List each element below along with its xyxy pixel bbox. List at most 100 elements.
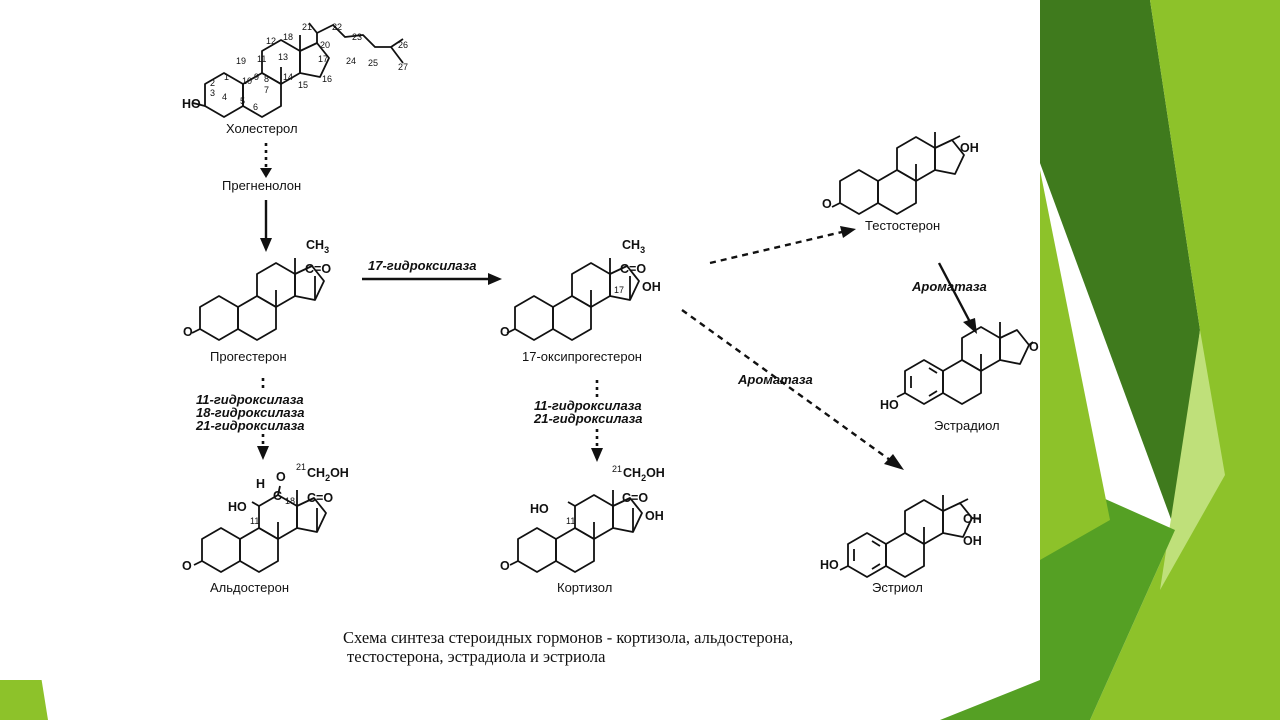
steroid-synthesis-diagram: HO 19 1 2 3 4 5 6 7 8 9 10 11 12 13 14 1…: [182, 22, 1039, 666]
pregnenolone-label: Прегненолон: [222, 178, 301, 193]
atom-number-11: 11: [250, 516, 259, 526]
testosterone-structure: [831, 131, 965, 215]
testosterone-o: O: [822, 197, 832, 211]
atom-number-19: 19: [236, 56, 246, 66]
atom-number-17: 17: [614, 285, 624, 295]
atom-number-23: 23: [352, 32, 362, 42]
atom-number-11: 11: [257, 54, 266, 64]
atom-number-8: 8: [264, 74, 269, 84]
atom-number-10: 10: [242, 76, 252, 86]
caption-line-1: Схема синтеза стероидных гормонов - корт…: [343, 628, 793, 647]
atom-number-6: 6: [253, 102, 258, 112]
atom-number-21: 21: [296, 462, 306, 472]
atom-number-4: 4: [222, 92, 227, 102]
atom-number-20: 20: [320, 40, 330, 50]
progesterone-label: Прогестерон: [210, 349, 287, 364]
atom-number-18: 18: [283, 32, 293, 42]
arrowhead: [963, 318, 977, 334]
estradiol-o: O: [1029, 340, 1039, 354]
atom-number-21: 21: [302, 22, 312, 32]
pale-green-shape: [1160, 330, 1225, 590]
cortisol-structure: [509, 489, 643, 573]
atom-number-13: 13: [278, 52, 288, 62]
enzyme-mid-2: 21-гидроксилаза: [533, 411, 643, 426]
atom-number-7: 7: [264, 85, 269, 95]
estradiol-ho: HO: [880, 398, 899, 412]
light-green-shape-bottom: [1040, 170, 1110, 560]
hydroxyprogesterone-label: 17-оксипрогестерон: [522, 349, 642, 364]
arrowhead: [257, 446, 269, 460]
hydroxyprogesterone-ch3: CH3: [622, 238, 645, 255]
aldosterone-o-18: O: [276, 470, 286, 484]
atom-number-3: 3: [210, 88, 215, 98]
progesterone-o: O: [183, 325, 193, 339]
enzyme-aromatase-mid: Ароматаза: [737, 372, 813, 387]
arrowhead: [260, 168, 272, 178]
aldosterone-label: Альдостерон: [210, 580, 289, 595]
atom-number-11: 11: [566, 516, 575, 526]
atom-number-27: 27: [398, 62, 408, 72]
atom-number-25: 25: [368, 58, 378, 68]
aldosterone-o: O: [182, 559, 192, 573]
light-green-shape-right: [1090, 0, 1280, 720]
enzyme-left-3: 21-гидроксилаза: [195, 418, 305, 433]
aldosterone-c-18: C: [273, 489, 282, 503]
cortisol-ho: HO: [530, 502, 549, 516]
atom-number-16: 16: [322, 74, 332, 84]
atom-number-9: 9: [254, 72, 259, 82]
arrow-17-ohp-to-estriol: [681, 309, 891, 461]
cortisol-ch2oh: CH2OH: [623, 466, 665, 483]
estriol-structure: [839, 494, 981, 578]
arrowhead: [884, 454, 904, 470]
arrowhead: [260, 238, 272, 252]
enzyme-aromatase-top: Ароматаза: [911, 279, 987, 294]
cortisol-label: Кортизол: [557, 580, 612, 595]
atom-number-5: 5: [240, 96, 245, 106]
progesterone-c-eq-o: C=O: [305, 262, 331, 276]
hydroxyprogesterone-oh: OH: [642, 280, 661, 294]
arrowhead: [591, 448, 603, 462]
hydroxyprogesterone-c-eq-o: C=O: [620, 262, 646, 276]
atom-number-2: 2: [210, 78, 215, 88]
aldosterone-h: H: [256, 477, 265, 491]
atom-number-17: 17: [318, 54, 328, 64]
arrow-17-ohp-to-testosterone: [709, 230, 843, 265]
atom-number-15: 15: [298, 80, 308, 90]
estriol-oh-bottom: OH: [963, 534, 982, 548]
cortisol-c-eq-o: C=O: [622, 491, 648, 505]
enzyme-mid-1: 11-гидроксилаза: [534, 398, 642, 413]
cortisol-oh: OH: [645, 509, 664, 523]
cortisol-o: O: [500, 559, 510, 573]
enzyme-17-hydroxylase: 17-гидроксилаза: [368, 258, 477, 273]
mid-green-shape: [940, 470, 1175, 720]
testosterone-oh: OH: [960, 141, 979, 155]
cholesterol-label: Холестерол: [226, 121, 298, 136]
testosterone-label: Тестостерон: [865, 218, 940, 233]
caption-line-2: тестостерона, эстрадиола и эстриола: [347, 647, 606, 666]
atom-number-21: 21: [612, 464, 622, 474]
progesterone-ch3: CH3: [306, 238, 329, 255]
hydroxyprogesterone-o: O: [500, 325, 510, 339]
enzyme-left-1: 11-гидроксилаза: [196, 392, 304, 407]
estriol-oh-top: OH: [963, 512, 982, 526]
estradiol-label: Эстрадиол: [934, 418, 1000, 433]
cholesterol-structure: [192, 22, 404, 118]
progesterone-structure: [191, 257, 325, 341]
aldosterone-structure: [193, 485, 327, 573]
aldosterone-c-eq-o: C=O: [307, 491, 333, 505]
enzyme-left-2: 18-гидроксилаза: [196, 405, 305, 420]
atom-number-14: 14: [283, 72, 293, 82]
cholesterol-ho: HO: [182, 97, 201, 111]
arrowhead: [840, 226, 856, 238]
arrow-testosterone-to-estradiol: [937, 262, 972, 323]
aldosterone-ho: HO: [228, 500, 247, 514]
atom-number-18: 18: [285, 496, 295, 506]
aldosterone-ch2oh: CH2OH: [307, 466, 349, 483]
atom-number-26: 26: [398, 40, 408, 50]
atom-number-22: 22: [332, 22, 342, 32]
diagram-panel: [0, 0, 1040, 680]
estriol-ho: HO: [820, 558, 839, 572]
hydroxyprogesterone-structure: [506, 257, 640, 341]
atom-number-1: 1: [224, 72, 229, 82]
arrowhead: [488, 273, 502, 285]
